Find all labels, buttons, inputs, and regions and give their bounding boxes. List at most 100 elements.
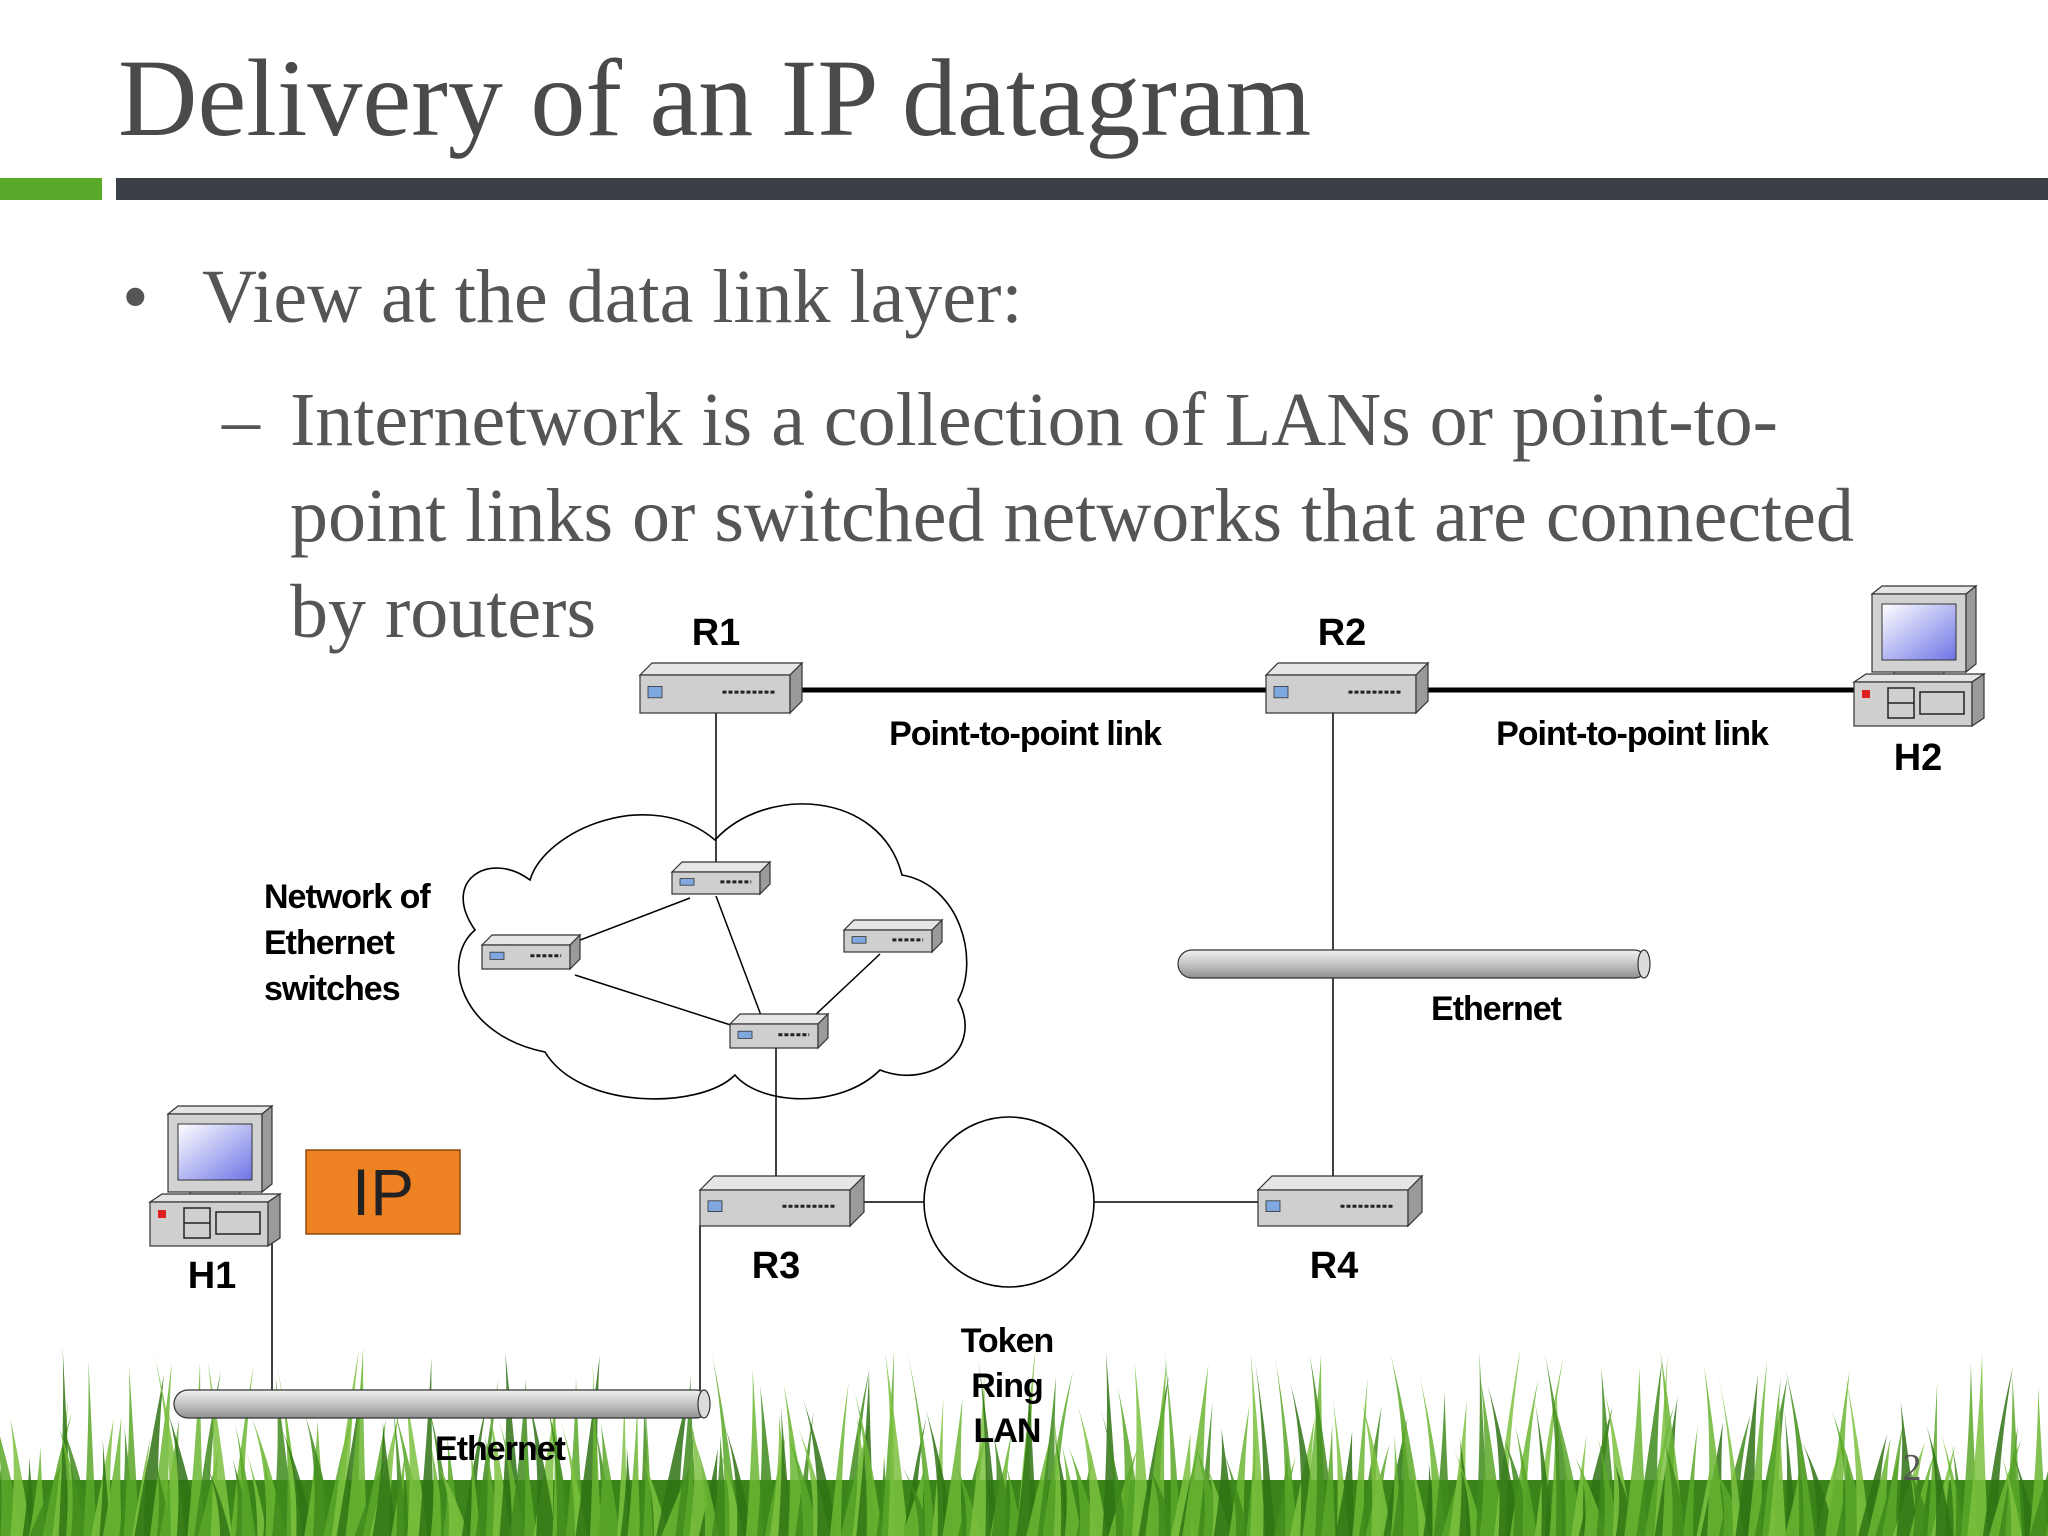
grass-blade bbox=[521, 1423, 537, 1536]
grass-blade bbox=[693, 1436, 720, 1536]
link-switch-a-b bbox=[574, 897, 691, 943]
grass-blade bbox=[1274, 1355, 1298, 1536]
grass-blade bbox=[123, 1365, 140, 1536]
grass-blade bbox=[149, 1362, 172, 1536]
grass-blade bbox=[372, 1421, 397, 1536]
grass-blade bbox=[906, 1346, 936, 1536]
grass-blade bbox=[1825, 1369, 1850, 1536]
grass-blade bbox=[884, 1352, 908, 1536]
host-label-h1: H1 bbox=[188, 1255, 237, 1297]
grass-blade bbox=[1703, 1364, 1726, 1536]
grass-blade bbox=[1801, 1441, 1837, 1536]
switch-c bbox=[842, 918, 944, 954]
grass-blade bbox=[2005, 1374, 2023, 1536]
grass-blade bbox=[102, 1416, 122, 1536]
grass-blade bbox=[1320, 1424, 1336, 1536]
grass-blade bbox=[901, 1465, 932, 1536]
grass-blade bbox=[1682, 1425, 1698, 1536]
router-label-r3: R3 bbox=[752, 1245, 801, 1287]
grass-blade bbox=[1967, 1353, 1988, 1536]
slide-title: Delivery of an IP datagram bbox=[118, 37, 1312, 159]
grass-blade bbox=[1479, 1378, 1504, 1536]
grass-blade bbox=[461, 1399, 488, 1536]
grass-blade bbox=[1882, 1419, 1904, 1536]
router-label-r4: R4 bbox=[1310, 1245, 1359, 1287]
grass-blade bbox=[2011, 1450, 2038, 1536]
ethernet-bus-bottom bbox=[173, 1389, 711, 1419]
bullet-text: View at the data link layer: bbox=[202, 255, 1023, 339]
grass-blade bbox=[795, 1411, 814, 1536]
token-ring-label-line-1: Token bbox=[961, 1322, 1054, 1360]
grass-blade bbox=[903, 1418, 927, 1536]
grass-blade bbox=[942, 1398, 963, 1536]
grass-blade bbox=[991, 1436, 1015, 1536]
grass-blade bbox=[803, 1400, 839, 1536]
grass-blade bbox=[978, 1358, 998, 1536]
host-h2 bbox=[1852, 584, 1986, 728]
bullet-marker: • bbox=[122, 255, 149, 339]
grass-blade bbox=[1858, 1434, 1888, 1536]
link-switch-a-d bbox=[574, 974, 741, 1029]
grass-blade bbox=[1789, 1394, 1815, 1536]
grass-blade bbox=[1907, 1464, 1935, 1536]
router-label-r2: R2 bbox=[1318, 612, 1367, 654]
grass-blade bbox=[1718, 1375, 1744, 1536]
grass-blade bbox=[1223, 1451, 1249, 1536]
grass-blade bbox=[745, 1367, 764, 1536]
grass-blade bbox=[2029, 1471, 2048, 1536]
router-r4 bbox=[1256, 1174, 1424, 1228]
grass-blade bbox=[2045, 1521, 2048, 1536]
p2p-link-label-left: Point-to-point link bbox=[889, 715, 1162, 753]
grass-blade bbox=[235, 1423, 256, 1536]
grass-blade bbox=[469, 1439, 481, 1536]
title-underline-bar bbox=[116, 178, 2048, 200]
grass-blade bbox=[1061, 1445, 1082, 1536]
grass-blade bbox=[204, 1461, 231, 1536]
router-r3 bbox=[698, 1174, 866, 1228]
sub-bullet-line-3: by routers bbox=[290, 570, 597, 654]
grass-blade bbox=[1514, 1423, 1538, 1536]
p2p-link-label-right: Point-to-point link bbox=[1496, 715, 1769, 753]
grass-blade bbox=[1982, 1366, 2014, 1536]
grass-blade bbox=[1762, 1376, 1781, 1536]
sub-bullet-line-1: Internetwork is a collection of LANs or … bbox=[290, 378, 1778, 462]
grass-blade bbox=[436, 1462, 469, 1536]
grass-blade bbox=[682, 1428, 694, 1536]
grass-blade bbox=[1453, 1448, 1484, 1536]
grass-blade bbox=[1896, 1401, 1919, 1536]
cloud-label-line-3: switches bbox=[264, 970, 400, 1008]
ethernet-label-right: Ethernet bbox=[1431, 990, 1562, 1028]
grass-blade bbox=[1768, 1396, 1787, 1536]
grass-blade bbox=[392, 1402, 407, 1536]
host-h1 bbox=[148, 1104, 282, 1248]
grass-blade bbox=[1352, 1377, 1368, 1536]
grass-blade bbox=[854, 1390, 883, 1536]
grass-blade bbox=[1249, 1352, 1266, 1536]
ip-packet-label: IP bbox=[352, 1155, 414, 1229]
network-links bbox=[271, 687, 1862, 1400]
grass-blade bbox=[9, 1416, 32, 1536]
grass-blade bbox=[1660, 1350, 1685, 1536]
grass-blade bbox=[1596, 1367, 1618, 1536]
grass-blade bbox=[925, 1409, 955, 1536]
grass-blade bbox=[778, 1406, 792, 1536]
grass-blade bbox=[596, 1423, 621, 1536]
grass-blade bbox=[627, 1403, 641, 1536]
grass-blade bbox=[1213, 1428, 1237, 1536]
grass-blade bbox=[969, 1374, 991, 1536]
grass-blade bbox=[545, 1397, 573, 1536]
grass-blade bbox=[1927, 1381, 1939, 1536]
ethernet-label-bottom: Ethernet bbox=[435, 1430, 566, 1468]
grass-blade bbox=[1016, 1381, 1038, 1536]
sub-bullet-marker: – bbox=[222, 378, 260, 462]
token-ring-label-line-2: Ring bbox=[971, 1367, 1043, 1405]
switch-a bbox=[480, 933, 582, 971]
grass-blade bbox=[132, 1437, 151, 1536]
grass-decoration bbox=[0, 1346, 2048, 1536]
grass-blade bbox=[1405, 1444, 1429, 1536]
grass-blade bbox=[1100, 1408, 1128, 1536]
grass-blade bbox=[1335, 1430, 1356, 1536]
ethernet-bus-right bbox=[1177, 949, 1651, 979]
grass-blade bbox=[1926, 1425, 1953, 1536]
